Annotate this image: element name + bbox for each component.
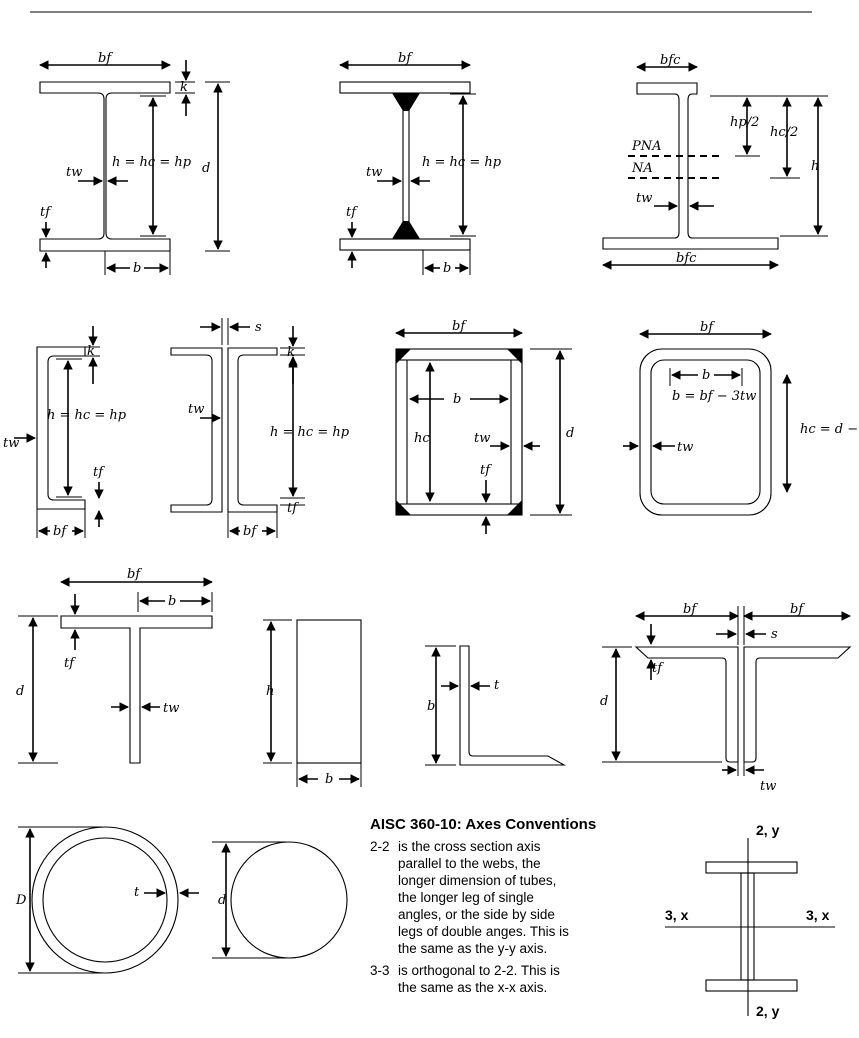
item-22-line-4: angles, or the side by side — [398, 907, 555, 922]
label-tw-8: tw — [163, 701, 179, 716]
item-33-line-0: is orthogonal to 2-2. This is — [398, 963, 560, 978]
label-tf-4: tf — [93, 465, 105, 480]
label-b: b — [133, 261, 141, 276]
label-tw: tw — [66, 165, 82, 180]
label-b-10: b — [427, 699, 435, 714]
label-tw-6: tw — [474, 431, 490, 446]
item-22-line-3: the longer leg of single — [398, 890, 534, 905]
label-tf-5: tf — [287, 501, 299, 516]
label-hc-hss: hc = d − 3tf — [800, 422, 859, 437]
label-bfc: bfc — [660, 53, 681, 68]
label-tw-7: tw — [677, 440, 693, 455]
axis-label-top: 2, y — [756, 822, 780, 838]
label-bf-2: bf — [398, 51, 413, 66]
angle-section: b t — [425, 645, 567, 766]
welded-box-section: bf d hc b tw tf — [395, 319, 574, 534]
rectangular-bar-section: h b — [263, 619, 362, 787]
axes-i-section: 2, y 2, y 3, x 3, x — [665, 822, 835, 1019]
label-bf: bf — [98, 51, 113, 66]
label-b-hss: b = bf − 3tw — [672, 389, 756, 404]
label-bf-8: bf — [127, 567, 142, 582]
item-22-line-1: parallel to the webs, the — [398, 856, 541, 871]
label-bf-7: bf — [700, 320, 715, 335]
welded-i-section: bf h = hc = hp tw tf b — [339, 51, 502, 276]
label-tw-4: tw — [3, 436, 19, 451]
label-b-6: b — [453, 392, 461, 407]
label-b-7: b — [702, 368, 710, 383]
channel-section: k h = hc = hp tw tf bf — [3, 326, 127, 539]
label-na: NA — [631, 161, 653, 176]
label-t-10: t — [494, 678, 500, 693]
label-d-8: d — [16, 684, 24, 699]
item-22-line-5: legs of double anges. This is — [398, 924, 569, 939]
label-h-eq-4: h = hc = hp — [47, 408, 127, 423]
label-bf-4: bf — [53, 524, 68, 539]
label-t-12: t — [134, 885, 140, 900]
label-h-9: h — [266, 684, 274, 699]
label-d-6: d — [566, 426, 574, 441]
double-angle-section: bf bf s tf d tw — [600, 602, 852, 794]
label-h-eq: h = hc = hp — [112, 155, 192, 170]
label-tf-2: tf — [346, 205, 358, 220]
double-channel-section: s tw k h = hc = hp tf bf — [170, 318, 350, 539]
label-tw-3: tw — [636, 191, 652, 206]
label-b-9: b — [325, 772, 333, 787]
item-22-line-2: longer dimension of tubes, — [398, 873, 556, 888]
hss-rectangular-section: bf b b = bf − 3tw hc = d − 3tf tw — [623, 320, 859, 516]
rolled-i-section: bf k d h = hc = hp tw tf b — [39, 51, 230, 276]
label-hc-half: hc/2 — [770, 125, 798, 140]
label-tf: tf — [40, 205, 52, 220]
axis-label-right: 3, x — [806, 907, 830, 923]
label-d: d — [202, 161, 210, 176]
singly-symmetric-i-section: bfc bfc PNA NA hp/2 hc/2 h tw — [602, 53, 828, 270]
axis-label-bottom: 2, y — [756, 1003, 780, 1019]
label-h: h — [811, 159, 819, 174]
label-b-8: b — [168, 594, 176, 609]
label-k: k — [180, 80, 188, 95]
axes-conventions-note: AISC 360-10: Axes Conventions 2-2 is the… — [370, 816, 596, 995]
label-h-eq-5: h = hc = hp — [270, 425, 350, 440]
label-tf-11: tf — [652, 661, 664, 676]
item-33-key: 3-3 — [370, 963, 390, 978]
axis-label-left: 3, x — [665, 907, 689, 923]
label-h-eq-2: h = hc = hp — [422, 155, 502, 170]
label-bf-11b: bf — [790, 602, 805, 617]
label-d-11: d — [600, 694, 608, 709]
label-bf-6: bf — [452, 319, 467, 334]
label-tw-11: tw — [760, 779, 776, 794]
pipe-section: D t — [15, 826, 199, 974]
label-bft: bfc — [676, 251, 697, 266]
label-hp-half: hp/2 — [730, 115, 759, 130]
label-D: D — [15, 893, 27, 908]
item-22-key: 2-2 — [370, 839, 390, 854]
label-tf-8: tf — [64, 656, 76, 671]
label-bf-11a: bf — [683, 602, 698, 617]
label-s: s — [255, 320, 262, 335]
label-hc-6: hc — [414, 431, 430, 446]
label-tw-5: tw — [188, 402, 204, 417]
label-pna: PNA — [631, 139, 662, 154]
conventions-title: AISC 360-10: Axes Conventions — [370, 816, 596, 833]
item-22-line-0: is the cross section axis — [398, 839, 541, 854]
label-bf-5: bf — [243, 524, 258, 539]
label-k-4: k — [87, 344, 95, 359]
item-22-line-6: the same as the y-y axis. — [398, 941, 547, 956]
label-b-2: b — [443, 261, 451, 276]
label-k-5: k — [287, 345, 295, 360]
label-d-13: d — [218, 893, 226, 908]
solid-round-section: d — [212, 841, 348, 959]
item-33-line-1: the same as the x-x axis. — [398, 980, 547, 995]
label-tf-6: tf — [480, 463, 492, 478]
tee-section: bf b d tf tw — [16, 567, 213, 764]
label-tw-2: tw — [366, 165, 382, 180]
label-s-11: s — [771, 627, 778, 642]
